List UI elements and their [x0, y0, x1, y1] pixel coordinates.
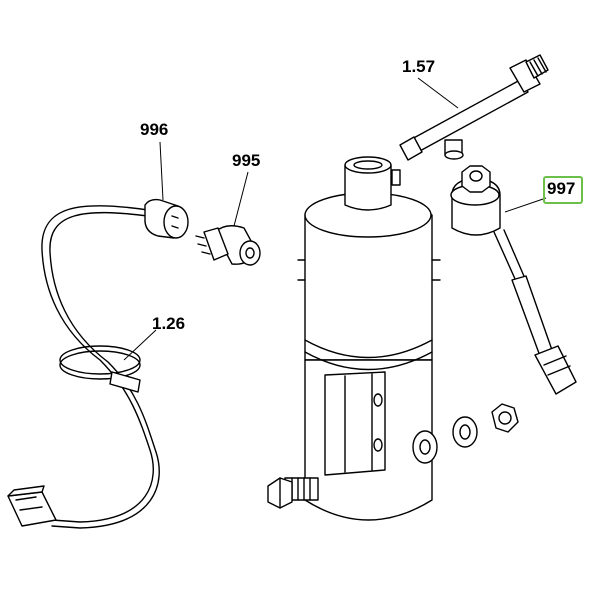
label-part-997[interactable]: 997: [547, 179, 576, 198]
pipe-assembly: [399, 54, 549, 161]
switch-995: [195, 225, 261, 266]
leader-lines: [123, 77, 547, 361]
connector-cable-996: [7, 198, 189, 529]
pressure-switch-997: [450, 165, 577, 395]
highlight-box-997: [543, 176, 583, 204]
cable-tie: [59, 345, 141, 393]
mounting-bolt: [267, 477, 319, 509]
label-part-1-26[interactable]: 1.26: [152, 314, 186, 333]
washers-and-nut: [412, 403, 519, 464]
label-part-995[interactable]: 995: [232, 151, 261, 170]
label-part-1-57[interactable]: 1.57: [402, 57, 436, 76]
label-part-996[interactable]: 996: [140, 120, 169, 139]
receiver-drier-canister: [297, 156, 441, 521]
